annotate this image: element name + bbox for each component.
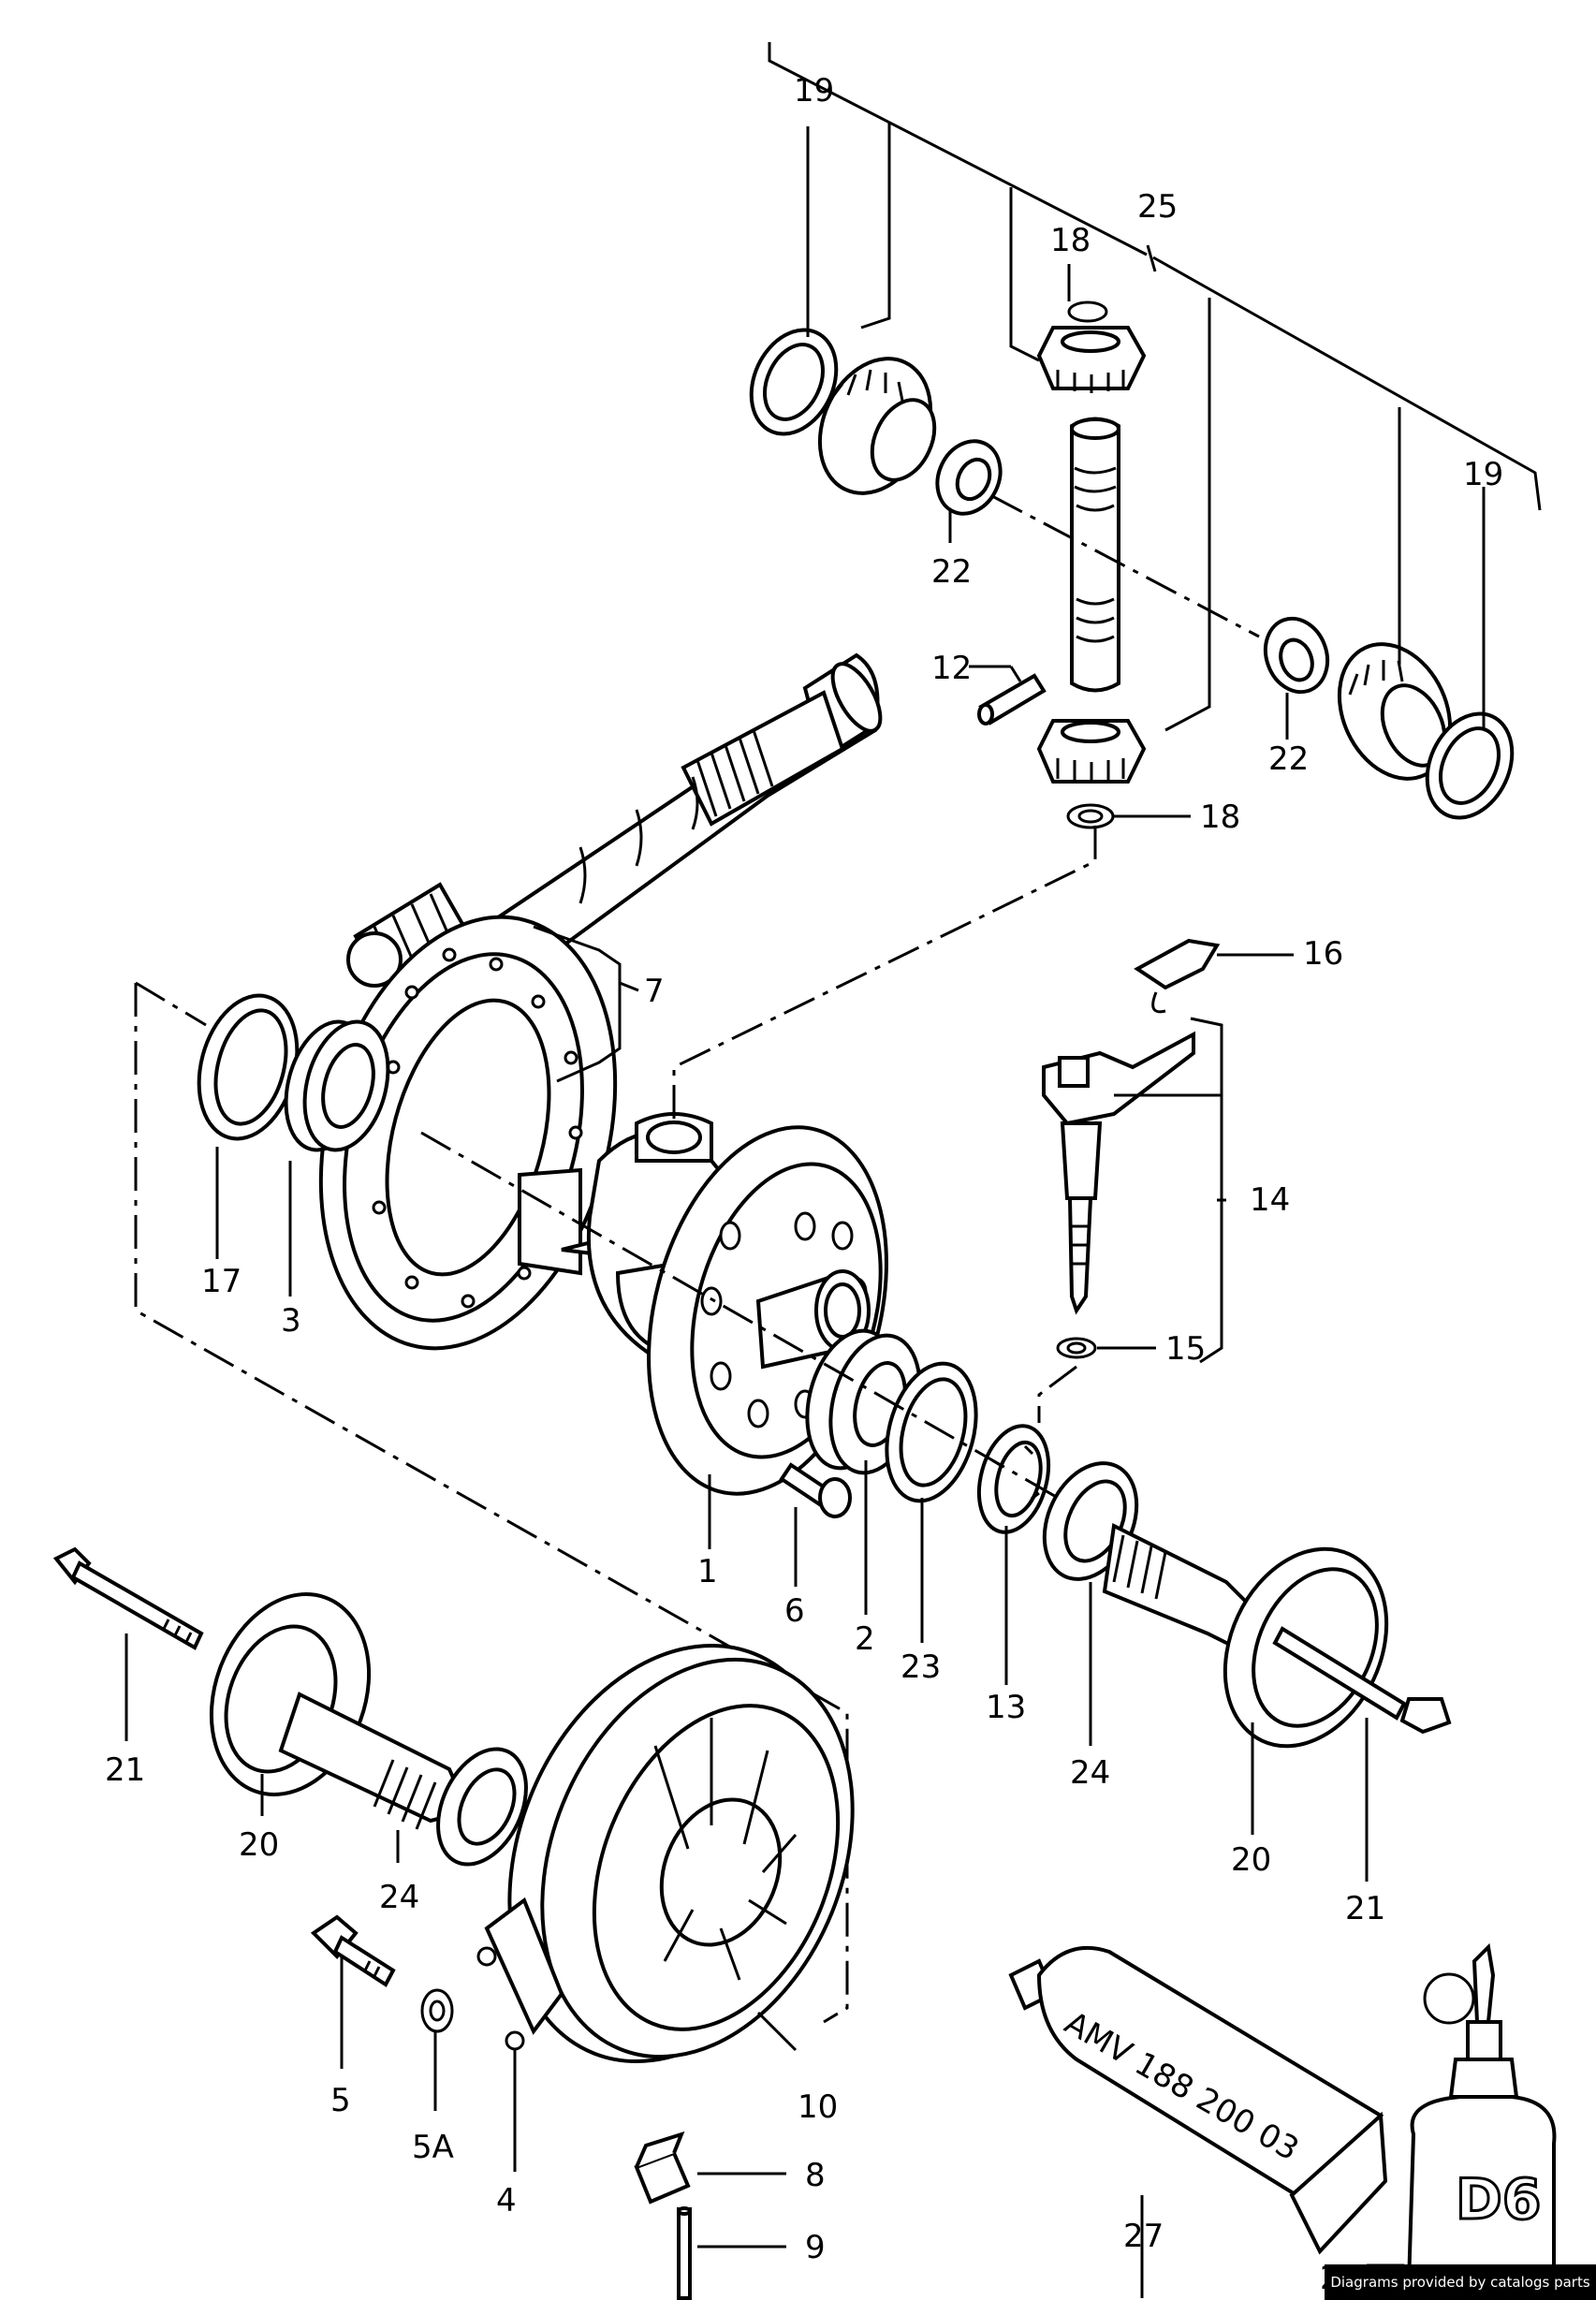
flange-shaft-20-left: [209, 1592, 471, 1830]
callout-27: 27: [1123, 2218, 1164, 2255]
pinion-shaft: [1070, 417, 1120, 693]
oil-bottle-26: D6: [1406, 1942, 1557, 2286]
callout-4: 4: [496, 2182, 517, 2219]
callout-17: 17: [201, 1263, 242, 1300]
callout-21-right: 21: [1345, 1890, 1385, 1927]
callout-22-left: 22: [931, 553, 972, 591]
callout-18-bottom: 18: [1200, 798, 1240, 836]
bolt-21-left: [52, 1546, 204, 1650]
callout-20-left: 20: [239, 1826, 279, 1864]
callout-21-left: 21: [105, 1751, 145, 1789]
pin-12: [977, 673, 1047, 725]
callout-5: 5: [330, 2082, 351, 2119]
callout-25: 25: [1137, 188, 1178, 226]
callout-8: 8: [805, 2157, 826, 2194]
callout-7: 7: [644, 973, 665, 1010]
washer-5a: [420, 1988, 454, 2033]
bolt-5: [310, 1914, 396, 1987]
magnet-8: [634, 2131, 691, 2205]
clip-16: [1134, 938, 1221, 1014]
o-ring-15: [1056, 1337, 1097, 1359]
callout-20-right: 20: [1231, 1841, 1271, 1879]
pin-9: [677, 2206, 692, 2300]
planet-gear-left: [935, 439, 1003, 516]
side-gear-left: [817, 357, 937, 495]
callout-14: 14: [1250, 1181, 1290, 1219]
callout-2: 2: [855, 1620, 875, 1658]
bolt-21-right: [1272, 1626, 1452, 1735]
callout-16: 16: [1303, 935, 1343, 973]
speedo-ring-13: [977, 1424, 1050, 1534]
bolt-6: [779, 1462, 852, 1518]
differential-cover: [476, 1643, 855, 2064]
callout-1: 1: [697, 1553, 718, 1590]
callout-10: 10: [798, 2088, 838, 2126]
callout-labels: 19 25 18 19 22 12 22 18 16 7 14 17 3 15 …: [105, 72, 1503, 2297]
callout-19-right: 19: [1463, 456, 1503, 493]
callout-6: 6: [784, 1592, 805, 1630]
bottle-label: D6: [1456, 2167, 1542, 2233]
speed-sensor-14: [1042, 1031, 1195, 1315]
thrust-washer-right: [1425, 711, 1515, 820]
planet-gear-bottom: [1036, 719, 1147, 784]
sealant-tube-27: AMV 188 200 03: [1008, 1945, 1388, 2255]
callout-23: 23: [900, 1648, 941, 1686]
callout-13: 13: [986, 1689, 1026, 1726]
bracket-25: [768, 42, 1542, 511]
planet-gear-top: [1036, 326, 1147, 393]
callout-24-left: 24: [379, 1879, 419, 1916]
callout-19-left: 19: [794, 72, 834, 110]
planet-gear-right: [1263, 616, 1330, 695]
callout-12: 12: [931, 650, 972, 687]
callout-22-right: 22: [1268, 740, 1309, 778]
bearing-3: [284, 1019, 390, 1152]
flange-shaft-20-right: [1102, 1522, 1389, 1749]
callout-15: 15: [1165, 1330, 1206, 1368]
credit-badge: Diagrams provided by catalogs parts: [1325, 2264, 1596, 2300]
side-gear-right: [1337, 642, 1453, 781]
leader-lines: [124, 122, 1486, 2298]
brace-7: [533, 925, 639, 1083]
seal-17: [197, 993, 300, 1141]
callout-5a: 5A: [412, 2129, 454, 2166]
callout-9: 9: [805, 2229, 826, 2266]
callout-18-top: 18: [1050, 222, 1091, 259]
circlip-top: [1067, 300, 1108, 323]
callout-24-right: 24: [1070, 1754, 1110, 1792]
seal-24-left: [436, 1747, 528, 1867]
circlip-bottom: [1066, 803, 1115, 829]
seal-23: [885, 1361, 978, 1503]
callout-3: 3: [281, 1302, 301, 1340]
